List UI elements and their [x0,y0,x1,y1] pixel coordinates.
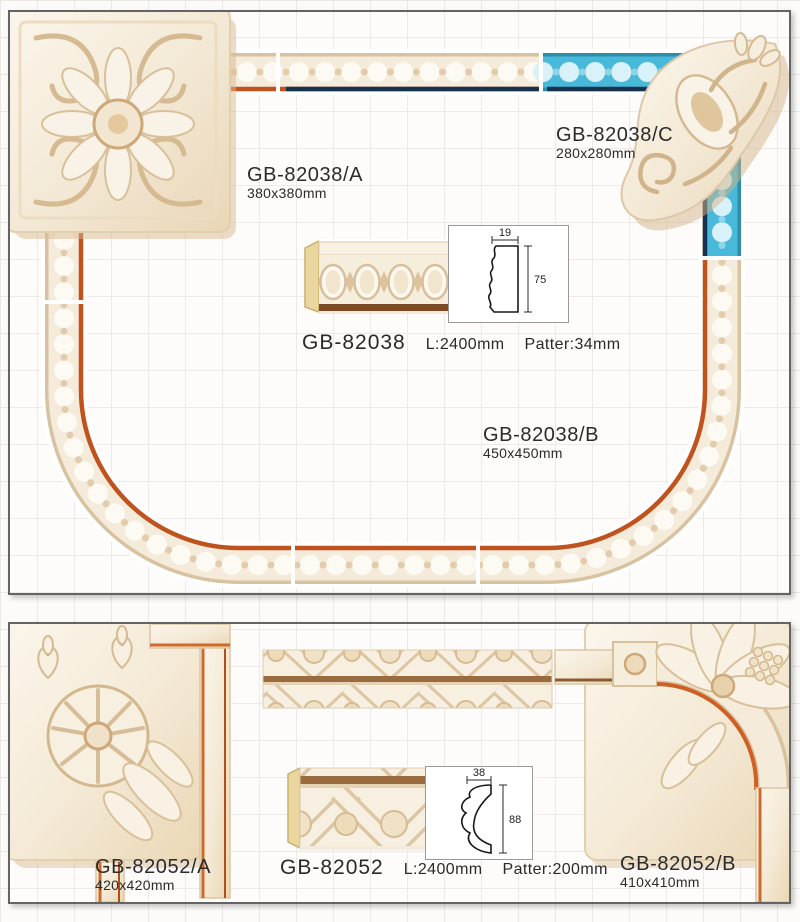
spec-row-82038: GB-82038 L:2400mm Patter:34mm [302,331,621,355]
product-code: GB-82038/C [556,124,674,146]
section-diagram-82038: 19 75 [448,225,569,323]
frame-illustration: 19 75 [10,12,789,590]
corner-ornament-82052a [10,624,231,902]
segment-joints [41,48,745,590]
label-corner-b: GB-82038/B 450x450mm [483,424,599,462]
profile-outline [461,784,492,854]
product-size: 420x420mm [95,877,175,894]
profile-outline [487,245,519,313]
product-size: 410x410mm [620,874,700,891]
ribbon-strip [262,649,553,709]
corner-illustration: 38 88 [10,624,789,902]
moulding-pattern: Patter:34mm [524,336,621,353]
label-corner-c: GB-82038/C 280x280mm [556,124,673,162]
corner-band [95,624,231,902]
corner-ornament-a [10,12,236,239]
moulding-length: L:2400mm [425,336,505,353]
dimension-lines [491,236,532,313]
label-corner-a: GB-82038/A 380x380mm [247,164,363,202]
section-width-label: 19 [499,227,511,239]
product-code: GB-82038/B [483,424,600,446]
moulding-length: L:2400mm [403,861,483,878]
product-size: 280x280mm [556,145,636,162]
moulding-pattern: Patter:200mm [502,861,608,878]
label-corner-82052b: GB-82052/B 410x410mm [620,853,736,891]
section-height-label: 75 [534,274,546,286]
orange-accent-stripe [78,86,708,551]
top-panel: 19 75 GB-82038/A 380x380mm GB-82038/C 28… [8,10,791,595]
product-code: GB-82038/A [247,164,364,186]
corner-ornament-82052b [554,624,789,902]
berry-cluster [744,646,784,686]
section-diagram-82052: 38 88 [425,766,533,860]
moulding-code: GB-82038 [302,331,406,354]
spec-row-82052: GB-82052 L:2400mm Patter:200mm [280,856,608,880]
product-code: GB-82052/A [95,856,212,878]
bottom-panel: 38 88 GB-82052/A 420x420mm GB-82052/B 41… [8,622,791,904]
label-corner-82052a: GB-82052/A 420x420mm [95,856,211,894]
moulding-code: GB-82052 [280,856,384,879]
product-size: 450x450mm [483,445,563,462]
product-size: 380x380mm [247,185,327,202]
corner-ornament-c [620,32,789,231]
dimension-lines [466,776,507,854]
frame-band [41,49,745,588]
product-code: GB-82052/B [620,853,737,875]
section-width-label: 38 [473,767,485,779]
section-height-label: 88 [509,814,521,826]
